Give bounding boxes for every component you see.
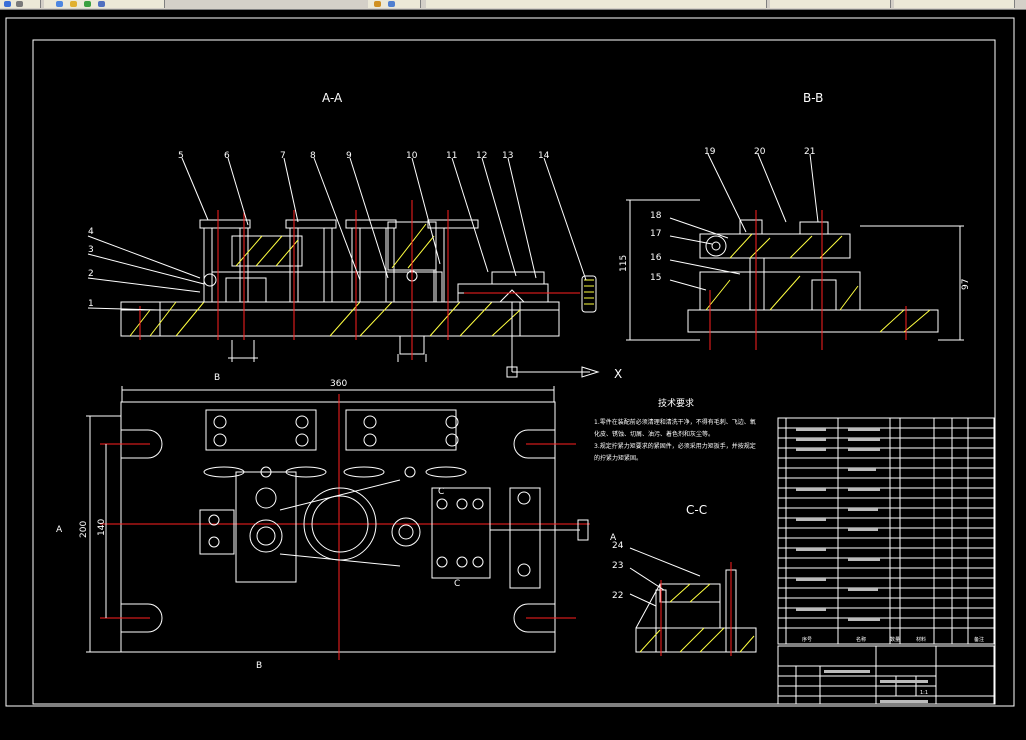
save-icon[interactable] [4, 1, 11, 7]
section-view-aa: X [120, 200, 622, 381]
section-marker-a-right: A [610, 533, 617, 543]
callout-16: 16 [650, 253, 662, 263]
view-title-cc: C-C [686, 503, 707, 517]
callout-14: 14 [538, 151, 550, 161]
dim-bb-97: 97 [961, 279, 971, 290]
bill-of-materials: 序号 名称 数量 材料 备注 [777, 417, 995, 645]
callout-22: 22 [612, 591, 623, 601]
axis-marker-x: X [614, 367, 622, 381]
bom-header-qty: 数量 [890, 636, 900, 643]
bom-header-seq: 序号 [802, 636, 812, 643]
callout-11: 11 [446, 151, 457, 161]
adjusting-knob [581, 275, 597, 313]
dim-140: 140 [97, 519, 107, 536]
dim-200: 200 [79, 521, 89, 538]
base-hatch [129, 301, 521, 337]
section-marker-c-lower: C [454, 579, 460, 589]
section-marker-b-top: B [214, 373, 220, 383]
linetype-dropdown[interactable] [770, 0, 891, 8]
view-title-bb: B-B [803, 91, 823, 105]
tech-line-1: 1.零件在装配前必须清理和清洗干净，不得有毛刺、飞边、氧 [594, 418, 756, 426]
callout-24: 24 [612, 541, 624, 551]
dim-bb-115: 115 [619, 255, 629, 272]
outer-frame [5, 17, 1015, 707]
dim-360: 360 [330, 379, 347, 389]
callout-13: 13 [502, 151, 513, 161]
clamp-levers [203, 466, 467, 478]
bom-header-name: 名称 [856, 636, 866, 643]
title-block: 1:1 [777, 645, 995, 705]
cad-drawing: A-A B-B C-C [5, 17, 1015, 707]
callout-3: 3 [88, 245, 94, 255]
callout-21: 21 [804, 147, 815, 157]
callout-20: 20 [754, 147, 766, 157]
section-view-cc [629, 547, 757, 656]
callout-7: 7 [280, 151, 286, 161]
callout-10: 10 [406, 151, 418, 161]
callout-12: 12 [476, 151, 487, 161]
section-marker-b-bottom: B [256, 661, 262, 671]
view-title-aa: A-A [322, 91, 343, 105]
tech-line-3: 3.规定拧紧力矩要求的紧固件，必须采用力矩扳手，并按规定 [594, 442, 756, 450]
title-block-scale: 1:1 [920, 690, 928, 696]
bolt-circles [208, 415, 531, 577]
application-toolbar [0, 0, 1026, 10]
tech-requirements-title: 技术要求 [658, 397, 694, 409]
lineweight-dropdown[interactable] [894, 0, 1015, 8]
callout-17: 17 [650, 229, 661, 239]
layer-dropdown[interactable] [426, 0, 767, 8]
toolbar-group-view[interactable] [368, 0, 421, 8]
section-marker-c-upper: C [438, 487, 444, 497]
leaders-aa [87, 157, 587, 311]
section-view-bb [626, 153, 964, 350]
callout-23: 23 [612, 561, 623, 571]
tech-line-4: 的拧紧力矩紧固。 [594, 454, 642, 462]
callout-1: 1 [88, 299, 94, 309]
inner-frame [32, 39, 996, 705]
section-marker-a-left: A [56, 525, 63, 535]
properties-icon[interactable] [98, 1, 105, 7]
callout-2: 2 [88, 269, 94, 279]
bom-cell-placeholders [796, 428, 880, 621]
layer-icon[interactable] [56, 1, 63, 7]
open-icon[interactable] [16, 1, 23, 7]
plan-view [86, 386, 590, 660]
toolbar-group-file[interactable] [0, 0, 41, 8]
toolbar-group-edit[interactable] [44, 0, 165, 8]
tech-line-2: 化皮、锈蚀、切屑、油污、着色剂和灰尘等。 [594, 430, 714, 438]
callout-5: 5 [178, 151, 184, 161]
callout-9: 9 [346, 151, 352, 161]
callout-19: 19 [704, 147, 716, 157]
callout-6: 6 [224, 151, 230, 161]
pan-icon[interactable] [374, 1, 381, 7]
bom-header-note: 备注 [974, 636, 984, 643]
callout-18: 18 [650, 211, 662, 221]
callout-15: 15 [650, 273, 661, 283]
color-icon[interactable] [70, 1, 77, 7]
drawing-canvas[interactable]: A-A B-B C-C [0, 10, 1026, 736]
plan-outline [120, 401, 556, 653]
bom-header-material: 材料 [916, 636, 926, 643]
base-plate [120, 301, 560, 337]
linetype-icon[interactable] [84, 1, 91, 7]
callout-4: 4 [88, 227, 94, 237]
zoom-icon[interactable] [388, 1, 395, 7]
callout-8: 8 [310, 151, 316, 161]
